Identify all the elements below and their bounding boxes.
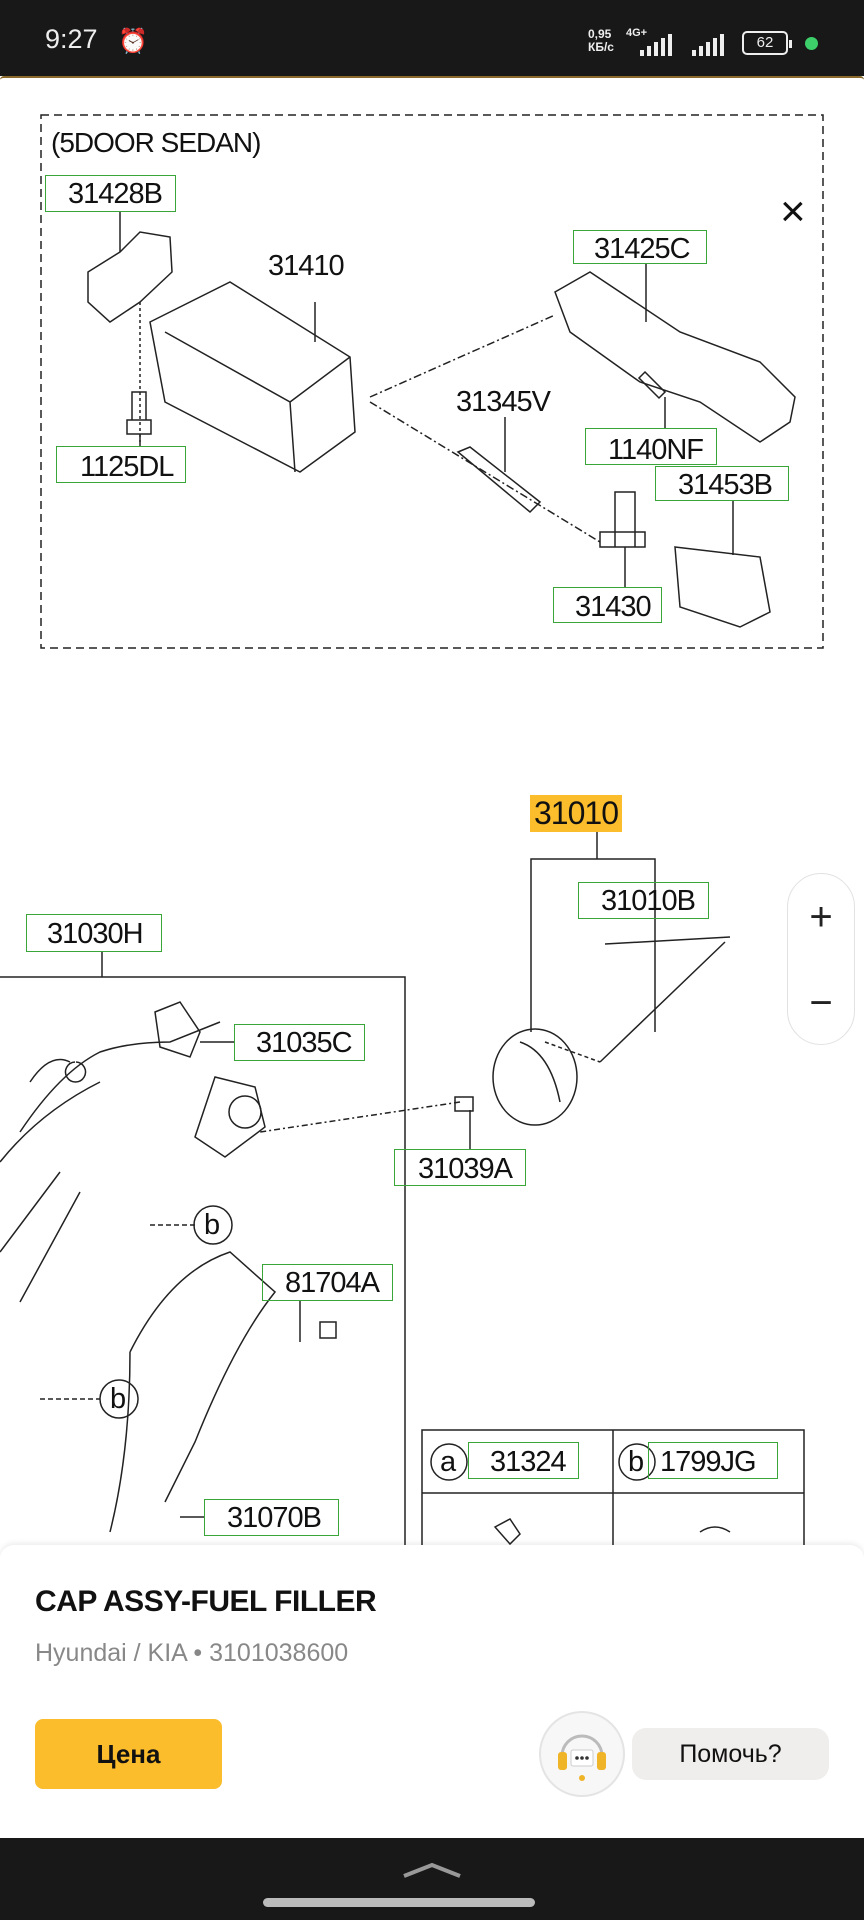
part-box-31010B[interactable] [578,882,709,919]
support-avatar-icon[interactable] [539,1711,625,1797]
hose-drawing [456,446,542,514]
part-label-31410[interactable]: 31410 [268,250,345,282]
part-box-31453B[interactable] [655,466,789,501]
fuel-cap-drawing [492,1028,578,1126]
clip-drawing [154,1001,201,1058]
filter-drawing [674,546,771,628]
screw-drawing [454,1096,474,1112]
callout-b: b [204,1209,220,1241]
part-label-31324[interactable]: 31324 [490,1446,567,1478]
home-gesture-bar[interactable] [263,1898,535,1907]
part-label-31345V[interactable]: 31345V [456,386,551,418]
headset-icon [558,1734,606,1781]
section-title: (5DOOR SEDAN) [51,127,261,158]
bracket-drawing [87,231,173,323]
valve-drawing [599,491,646,548]
privacy-indicator-icon [805,37,818,50]
bracket-right-drawing [554,271,796,443]
callout-b-circle [193,1205,233,1245]
tether-drawing [599,941,726,1063]
battery-icon: 62 [742,31,792,55]
section-border [40,114,824,649]
part-label-81704A[interactable]: 81704A [285,1267,380,1299]
alarm-icon: ⏰ [118,28,148,55]
signal-icon-2 [692,34,724,56]
part-label-31035C[interactable]: 31035C [256,1027,353,1059]
navigation-bar [0,1838,864,1920]
part-title: CAP ASSY-FUEL FILLER [35,1585,377,1618]
speed-value: 0,95 [588,27,612,41]
flange-drawing [194,1076,266,1158]
part-label-31453B[interactable]: 31453B [678,469,773,501]
part-box-31039A[interactable] [394,1149,526,1186]
part-label-31010-selected[interactable]: 31010 [530,795,622,832]
part-label-1799JG[interactable]: 1799JG [660,1446,757,1478]
part-label-31425C[interactable]: 31425C [594,233,691,265]
part-box-1125DL[interactable] [56,446,186,483]
legend-marker-b: b [628,1446,644,1478]
close-icon[interactable]: × [780,187,806,236]
zoom-controls: + − [787,873,855,1045]
part-box-81704A[interactable] [262,1264,393,1301]
part-box-31430[interactable] [553,587,662,623]
part-box-31070B[interactable] [204,1499,339,1536]
part-subtitle: Hyundai / KIA • 3101038600 [35,1639,349,1667]
bolt-drawing-2 [637,370,667,400]
parts-diagram[interactable]: (5DOOR SEDAN) × 31428B 31410 31425C 3134… [0,76,864,1562]
part-label-31070B[interactable]: 31070B [227,1502,322,1534]
canister-drawing [149,281,356,473]
part-label-1125DL[interactable]: 1125DL [80,451,174,483]
zoom-out-button[interactable]: − [809,981,833,1025]
part-box-31428B[interactable] [45,175,176,212]
part-box-1799JG[interactable] [648,1442,778,1479]
pipe-lower-drawing [109,1251,277,1533]
filler-pipe-drawing [0,1021,221,1163]
part-box-31030H[interactable] [26,914,162,952]
part-label-1140NF[interactable]: 1140NF [608,434,704,466]
diagram-drawing [0,114,824,1562]
network-type: 4G+ [626,27,648,39]
callout-b-2: b [110,1383,126,1415]
help-button[interactable]: Помочь? [632,1728,829,1780]
bolt-drawing [126,391,152,435]
part-label-31428B[interactable]: 31428B [68,178,163,210]
part-info-sheet: CAP ASSY-FUEL FILLER Hyundai / KIA • 310… [0,1545,864,1838]
price-button[interactable]: Цена [35,1719,222,1789]
part-label-31039A[interactable]: 31039A [418,1153,513,1185]
group-border [0,976,406,1547]
battery-level: 62 [756,34,774,51]
part-label-31010B[interactable]: 31010B [601,885,696,917]
part-box-31324[interactable] [468,1442,579,1479]
legend-marker-a: a [440,1446,456,1478]
chevron-up-icon[interactable] [400,1860,464,1880]
part-label-31430[interactable]: 31430 [575,591,652,623]
callout-b-circle-2 [99,1379,139,1419]
zoom-in-button[interactable]: + [809,895,833,939]
part-label-31030H[interactable]: 31030H [47,918,144,950]
signal-icon [640,34,672,56]
speed-unit: КБ/с [588,40,614,54]
part-box-31425C[interactable] [573,230,707,264]
part-box-1140NF[interactable] [585,428,717,465]
part-box-31035C[interactable] [234,1024,365,1061]
clock: 9:27 [45,24,98,54]
